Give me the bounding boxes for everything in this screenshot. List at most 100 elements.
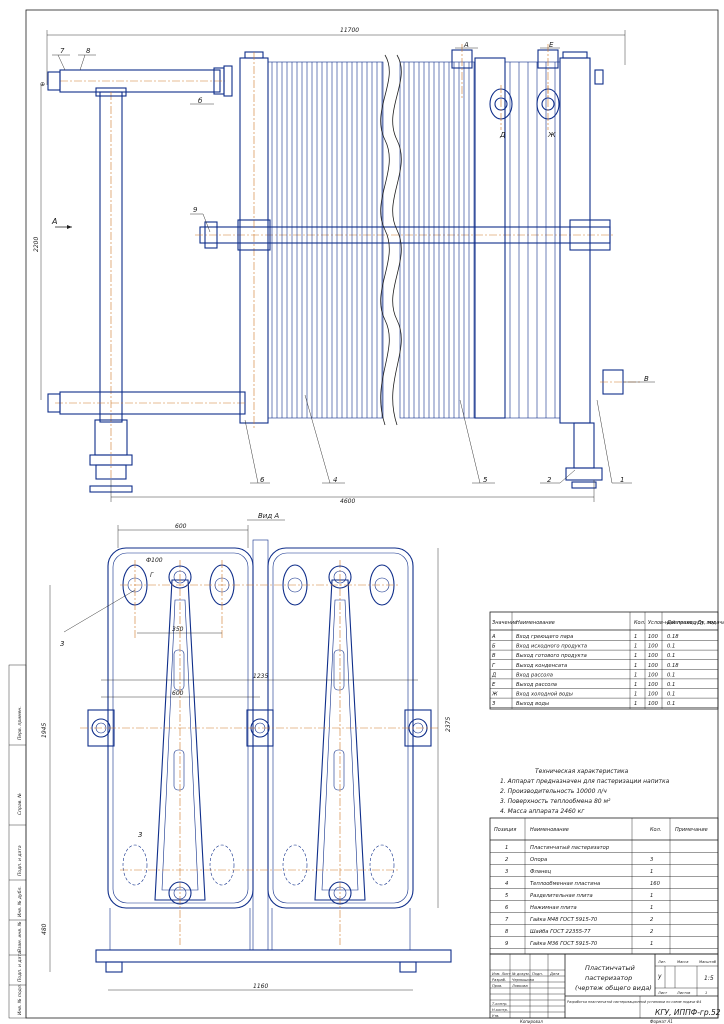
tb-sheets-value: 1 (705, 991, 707, 995)
tb-role-ndoc: № докум. (511, 972, 530, 976)
dim-1235: 1235 (253, 673, 268, 680)
tb-checker: Ловкова (511, 984, 528, 988)
nozzle-cell-7-0: З (492, 701, 496, 707)
nozzle-cell-1-1: Вход исходного продукта (516, 644, 587, 650)
dim-600-mid: 600 (172, 690, 184, 697)
nozzle-cell-6-2: 1 (634, 692, 637, 698)
parts-cell-3-0: 4 (505, 881, 508, 887)
tech-spec-3: 3. Поверхность теплообмена 80 м² (500, 798, 611, 805)
nozzle-cell-7-3: 100 (648, 701, 659, 707)
callout-8: 8 (86, 47, 91, 55)
nozzle-cell-4-0: Д (491, 672, 496, 678)
nozzle-cell-5-4: 0.1 (667, 682, 675, 688)
tb-name-1: Пластинчатый (585, 964, 635, 972)
parts-cell-4-2: 1 (650, 893, 653, 899)
nozzle-cell-7-1: Выход воды (516, 701, 549, 707)
parts-cell-3-1: Теплообменная пластина (530, 881, 600, 887)
callout-6: 6 (260, 476, 265, 484)
tb-copied: Копировал (520, 1019, 543, 1024)
nozzle-cell-7-2: 1 (634, 701, 637, 707)
parts-cell-6-0: 7 (505, 917, 509, 923)
stamp-label-4: Инв. № дубл. (17, 886, 23, 917)
dim-top-600: 600 (175, 523, 187, 530)
parts-cell-2-1: Фланец (530, 869, 552, 875)
tb-role-izm: Изм. Лист (492, 972, 512, 976)
dim-diameter: Ф100 (146, 557, 163, 564)
side-view-title: Вид А (258, 512, 279, 520)
tech-spec-1: 1. Аппарат предназначен для пастеризации… (500, 778, 670, 785)
sheet-border (25, 9, 719, 1019)
stamp-label-1: Перв. примен. (17, 706, 23, 740)
tech-spec-4: 4. Масса аппарата 2460 кг (500, 808, 585, 815)
plate-pack-right (403, 62, 556, 418)
parts-cell-8-1: Гайка М36 ГОСТ 5915-70 (530, 941, 598, 947)
tb-lit: Лит. (657, 960, 666, 964)
parts-cell-6-1: Гайка М48 ГОСТ 5915-70 (530, 917, 598, 923)
callout-3-bottom: 3 (138, 831, 142, 839)
tb-scale-label: Масштаб (699, 960, 717, 964)
parts-cell-5-2: 1 (650, 905, 653, 911)
nozzle-cell-0-2: 1 (634, 634, 637, 640)
tb-code: КГУ, ИППФ-гр.52 (655, 1008, 721, 1017)
dim-480: 480 (41, 923, 48, 935)
dim-bottom: 1160 (253, 983, 268, 990)
parts-cell-2-0: 3 (505, 869, 508, 875)
svg-text:⊕: ⊕ (40, 81, 45, 88)
view-arrow-label: А (51, 217, 57, 226)
dim-1945: 1945 (41, 723, 48, 738)
dim-350: 350 (172, 626, 184, 633)
stamp-label-5: Взам. инв. № (17, 921, 23, 952)
parts-cell-5-1: Нажимная плита (530, 905, 577, 911)
tb-sheet: Лист (657, 991, 668, 995)
dim-2375: 2375 (445, 717, 452, 732)
parts-cell-8-0: 9 (505, 941, 508, 947)
tech-specs: Техническая характеристика 1. Аппарат пр… (500, 768, 670, 815)
nozzle-cell-0-4: 0.18 (667, 634, 679, 640)
parts-cell-4-0: 5 (505, 893, 509, 899)
tb-scale: 1:5 (704, 975, 714, 982)
tb-format: Формат А1 (650, 1019, 673, 1024)
nozzle-header-0: Значение (492, 620, 517, 626)
tb-mass: Масса (677, 960, 688, 964)
plate-pack-left (271, 62, 383, 418)
nozzle-cell-5-1: Выход рассола (516, 682, 557, 688)
nozzle-cell-4-4: 0.1 (667, 672, 675, 678)
callout-4: 4 (333, 476, 337, 484)
parts-header-3: Примечание (675, 827, 708, 833)
parts-cell-1-2: 3 (650, 857, 653, 863)
label-g: Г (150, 572, 154, 579)
stamp-label-6: Подп. и дата (17, 951, 23, 982)
nozzle-cell-1-2: 1 (634, 644, 637, 650)
parts-cell-7-1: Шайба ГОСТ 22355-77 (530, 929, 591, 935)
tech-spec-2: 2. Производительность 10000 л/ч (500, 788, 607, 795)
parts-cell-0-0: 1 (505, 845, 508, 851)
callout-Zh-port: Ж (547, 131, 556, 139)
nozzle-cell-6-0: Ж (491, 692, 498, 698)
nozzle-cell-5-0: Е (492, 682, 496, 688)
nozzle-cell-5-3: 100 (648, 682, 659, 688)
callout-1: 1 (620, 476, 624, 484)
tb-name-2: пастеризатор (585, 974, 632, 982)
tb-role-tkontr: Т.контр. (492, 1002, 508, 1006)
nozzle-cell-1-3: 100 (648, 644, 659, 650)
callout-A-port: А (463, 41, 469, 49)
nozzle-cell-7-4: 0.1 (667, 701, 675, 707)
callout-3-top: 3 (60, 640, 64, 648)
side-view: Вид А 600 (41, 512, 452, 991)
nozzle-cell-5-2: 1 (634, 682, 637, 688)
callout-D-port: Д (499, 131, 506, 139)
tb-developer: Чернышова (512, 978, 534, 982)
callout-E-port: Е (549, 41, 554, 49)
nozzle-cell-3-4: 0.18 (667, 663, 679, 669)
dim-total-width: 11700 (340, 27, 359, 34)
parts-cell-8-2: 1 (650, 941, 653, 947)
title-block: Изм. Лист № докум. Подп. Дата Разраб. Пр… (489, 953, 721, 1019)
tb-doc-name: Разработка пластинчатой пастеризационной… (567, 1000, 701, 1004)
parts-cell-1-0: 2 (505, 857, 508, 863)
nozzle-cell-4-3: 100 (648, 672, 659, 678)
front-view: 11700 2200 ⊕ (33, 27, 655, 505)
nozzle-cell-1-4: 0.1 (667, 644, 675, 650)
nozzle-cell-0-0: А (491, 634, 496, 640)
